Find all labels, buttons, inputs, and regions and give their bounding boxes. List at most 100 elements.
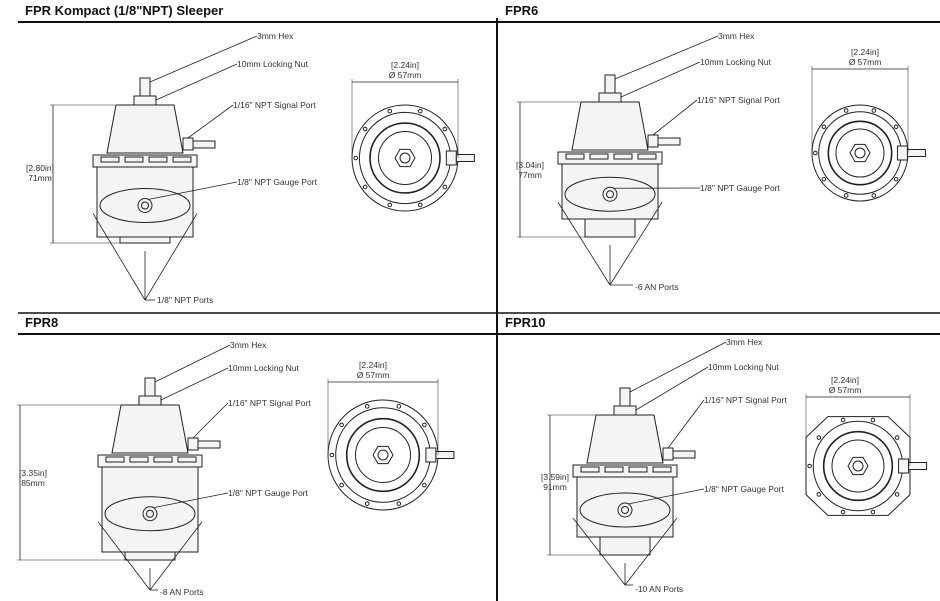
top-slot	[893, 176, 899, 182]
signal-port-hex	[187, 437, 199, 451]
top-signal-barb	[435, 451, 455, 459]
locking-nut	[598, 92, 622, 103]
top-outline	[351, 104, 459, 212]
top-ring	[812, 420, 904, 512]
top-slot	[894, 492, 900, 497]
top-slot	[870, 509, 876, 515]
flange-slot	[177, 456, 197, 463]
flange-slot	[148, 156, 168, 163]
top-slot	[893, 124, 899, 130]
ports-leader-left	[97, 521, 151, 591]
top-slot	[871, 193, 877, 198]
gauge-port-label: 1/8" NPT Gauge Port	[700, 183, 780, 193]
top-stem	[377, 449, 389, 461]
locking-nut-label: 10mm Locking Nut	[237, 59, 308, 69]
gauge-port-label: 1/8" NPT Gauge Port	[704, 484, 784, 494]
top-cap	[378, 131, 432, 185]
regulator-cap	[106, 104, 184, 154]
locking-nut	[613, 405, 637, 416]
top-ring	[818, 111, 902, 195]
top-nut-hex	[394, 148, 416, 168]
height-inches: [3.04in]	[516, 160, 544, 170]
nut-leader	[620, 61, 701, 98]
top-slot	[442, 184, 448, 190]
top-stem	[854, 147, 866, 159]
height-mm: 85mm	[21, 478, 45, 488]
flange-slot	[124, 156, 144, 163]
adjuster-stem	[144, 377, 156, 397]
flange-slot	[628, 466, 648, 473]
hex-leader	[629, 341, 727, 393]
nut-leader	[635, 366, 709, 411]
flange-slot	[589, 153, 609, 160]
hex-label: 3mm Hex	[718, 31, 755, 41]
panel-1-drawing	[517, 35, 926, 286]
panel-3-drawing	[547, 341, 928, 586]
top-signal-hex	[445, 150, 457, 166]
height-inches: [3.35in]	[19, 468, 47, 478]
top-diaphragm	[369, 122, 441, 194]
top-signal-hex	[898, 458, 910, 474]
top-slot	[387, 108, 393, 114]
ports-leader-left	[92, 213, 146, 301]
side-view	[557, 74, 681, 238]
signal-port-label: 1/16" NPT Signal Port	[233, 100, 316, 110]
bottom-port	[599, 536, 651, 556]
top-signal-barb	[906, 149, 926, 157]
diameter-mm: Ø 57mm	[356, 370, 390, 380]
adjuster-stem	[604, 74, 616, 94]
top-slot	[821, 176, 827, 182]
top-view	[351, 104, 475, 212]
signal-leader	[192, 402, 229, 439]
signal-port-hex	[647, 134, 659, 148]
signal-port-label: 1/16" NPT Signal Port	[228, 398, 311, 408]
top-slot	[894, 435, 900, 440]
top-diaphragm	[345, 417, 421, 493]
height-mm: 71mm	[28, 173, 52, 183]
panel-title: FPR10	[505, 315, 546, 330]
gauge-port-label: 1/8" NPT Gauge Port	[237, 177, 317, 187]
ports-leader-right	[149, 521, 203, 591]
top-slot	[329, 452, 335, 458]
signal-port-barb	[197, 440, 221, 449]
top-slot	[807, 463, 812, 469]
regulator-cap	[586, 414, 664, 464]
locking-nut	[138, 395, 162, 406]
height-mm: 91mm	[543, 482, 567, 492]
panel-title: FPR6	[505, 3, 539, 18]
signal-port-barb	[657, 137, 681, 146]
ports-label: -6 AN Ports	[635, 282, 679, 292]
top-slot	[362, 184, 368, 190]
panel-title: FPR8	[25, 315, 59, 330]
bottom-port	[119, 236, 171, 244]
top-diaphragm	[822, 430, 894, 502]
top-slot	[417, 202, 423, 208]
top-slot	[422, 422, 427, 428]
top-diaphragm	[827, 120, 893, 186]
diameter-inches: [2.24in]	[359, 360, 387, 370]
flange-slot	[637, 153, 657, 160]
top-slot	[339, 422, 344, 428]
top-slot	[840, 417, 846, 423]
diameter-inches: [2.24in]	[851, 47, 879, 57]
side-view	[92, 77, 216, 244]
gauge-port-bore	[621, 506, 629, 514]
top-nut-hex	[847, 456, 869, 476]
diameter-mm: Ø 57mm	[388, 70, 422, 80]
gauge-port-bore	[606, 190, 614, 199]
bottom-port	[584, 218, 636, 238]
top-signal-hex	[896, 145, 908, 161]
locking-nut-label: 10mm Locking Nut	[708, 362, 779, 372]
nut-leader	[160, 367, 229, 401]
flange-slot	[172, 156, 192, 163]
gauge-port-bore	[141, 201, 149, 210]
locking-nut	[133, 95, 157, 106]
top-cap	[831, 439, 885, 493]
top-slot	[364, 404, 370, 409]
flange-slot	[105, 456, 125, 463]
top-slot	[840, 509, 846, 515]
top-slot	[442, 126, 448, 132]
top-slot	[821, 124, 827, 130]
gauge-leader	[627, 488, 705, 505]
